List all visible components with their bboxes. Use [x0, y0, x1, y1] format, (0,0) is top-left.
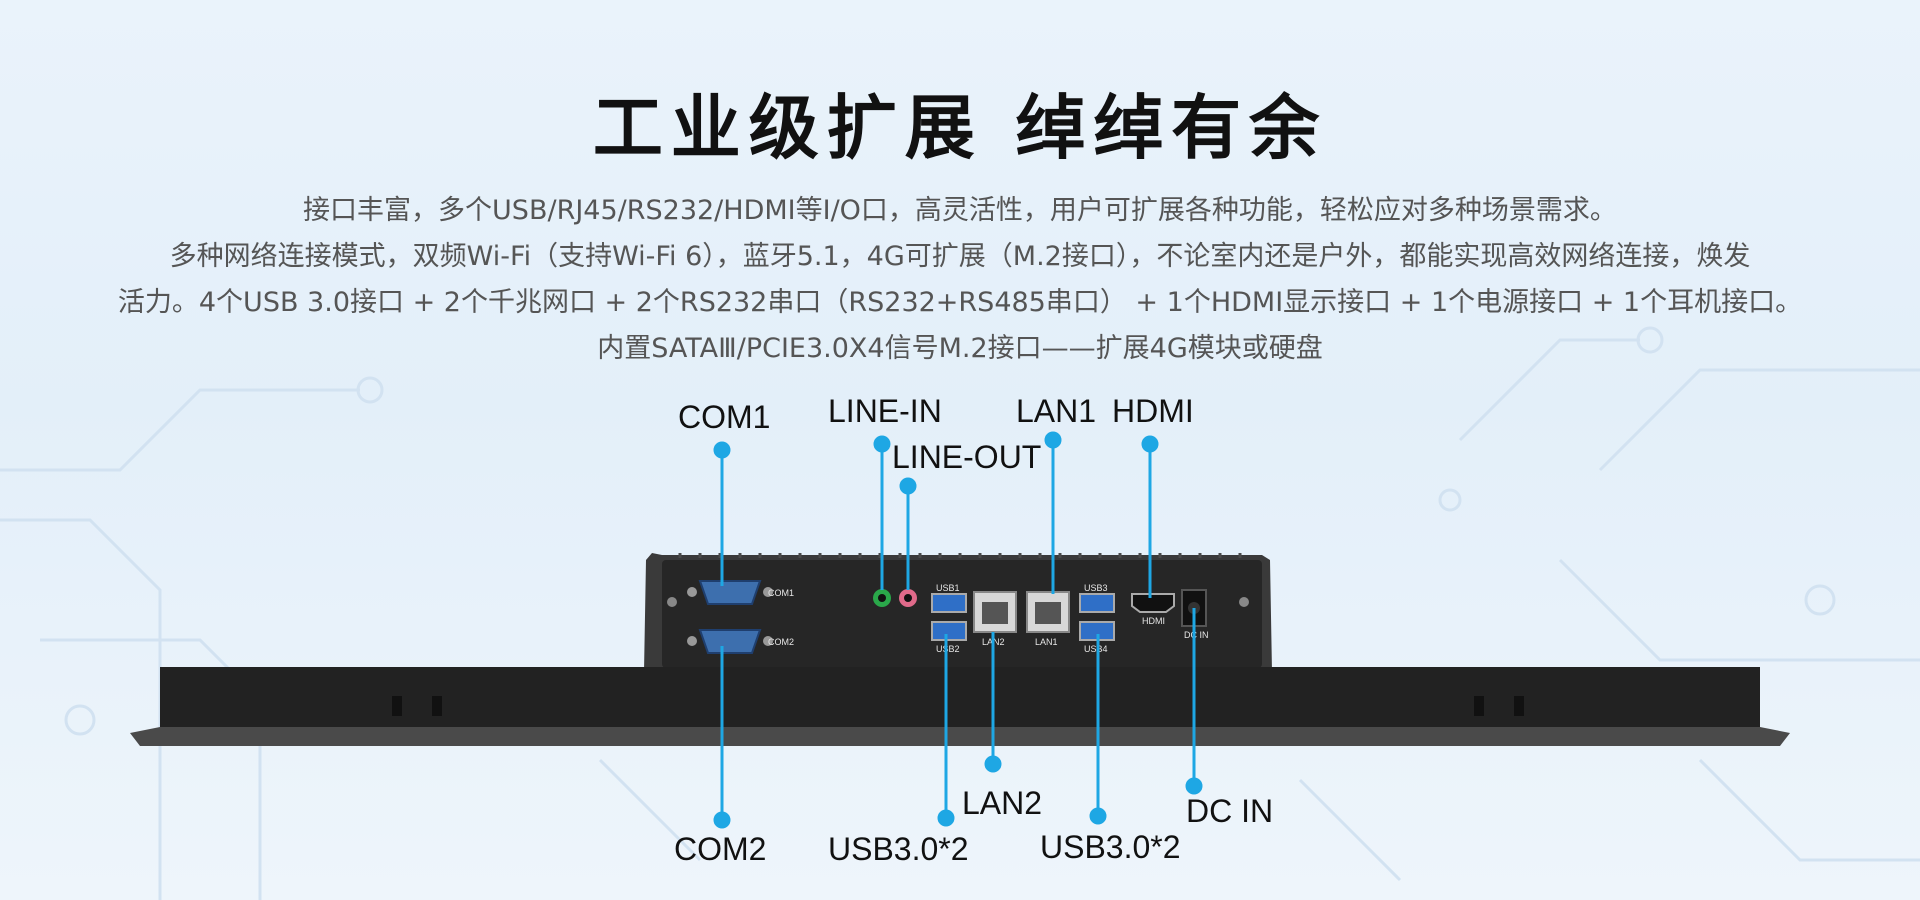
port-line-in: [873, 589, 891, 607]
port-label-usb2: USB2: [936, 644, 960, 654]
callout-usb-left: USB3.0*2: [828, 831, 969, 867]
panel-base: [130, 667, 1790, 746]
port-usb3: USB3: [1079, 583, 1115, 613]
port-line-out: [899, 589, 917, 607]
port-com1: COM1: [687, 580, 794, 605]
description-line-4: 内置SATAⅢ/PCIE3.0X4信号M.2接口——扩展4G模块或硬盘: [597, 333, 1323, 364]
port-label-usb1: USB1: [936, 583, 960, 593]
description-line-1: 接口丰富，多个USB/RJ45/RS232/HDMI等I/O口，高灵活性，用户可…: [303, 195, 1617, 226]
port-label-com1: COM1: [768, 588, 794, 598]
port-label-hdmi: HDMI: [1142, 616, 1165, 626]
callout-lan1: LAN1: [1016, 393, 1096, 429]
description-line-2: 多种网络连接模式，双频Wi-Fi（支持Wi-Fi 6），蓝牙5.1，4G可扩展（…: [169, 241, 1751, 272]
port-usb2: USB2: [931, 621, 967, 654]
screw-icon: [1239, 597, 1249, 607]
page-title: 工业级扩展 绰绰有余: [592, 87, 1328, 169]
port-label-lan1: LAN1: [1035, 637, 1058, 647]
callout-com2: COM2: [674, 831, 766, 867]
callout-usb-right: USB3.0*2: [1040, 829, 1181, 865]
port-hdmi: HDMI: [1131, 593, 1175, 626]
port-lan1: LAN1: [1026, 591, 1070, 647]
callout-line-out: LINE-OUT: [892, 439, 1041, 475]
callout-hdmi: HDMI: [1112, 393, 1194, 429]
screw-icon: [667, 597, 677, 607]
callout-com1: COM1: [678, 399, 770, 435]
port-label-usb4: USB4: [1084, 644, 1108, 654]
port-label-com2: COM2: [768, 637, 794, 647]
callout-lan2: LAN2: [962, 785, 1042, 821]
description-line-3: 活力。4个USB 3.0接口 + 2个千兆网口 + 2个RS232串口（RS23…: [117, 287, 1803, 318]
port-label-dc-in: DC IN: [1184, 630, 1209, 640]
port-label-usb3: USB3: [1084, 583, 1108, 593]
port-com2: COM2: [687, 629, 794, 654]
callout-lines: [713, 431, 1203, 829]
port-usb1: USB1: [931, 583, 967, 613]
callout-dc-in: DC IN: [1186, 793, 1273, 829]
callout-line-in: LINE-IN: [828, 393, 942, 429]
